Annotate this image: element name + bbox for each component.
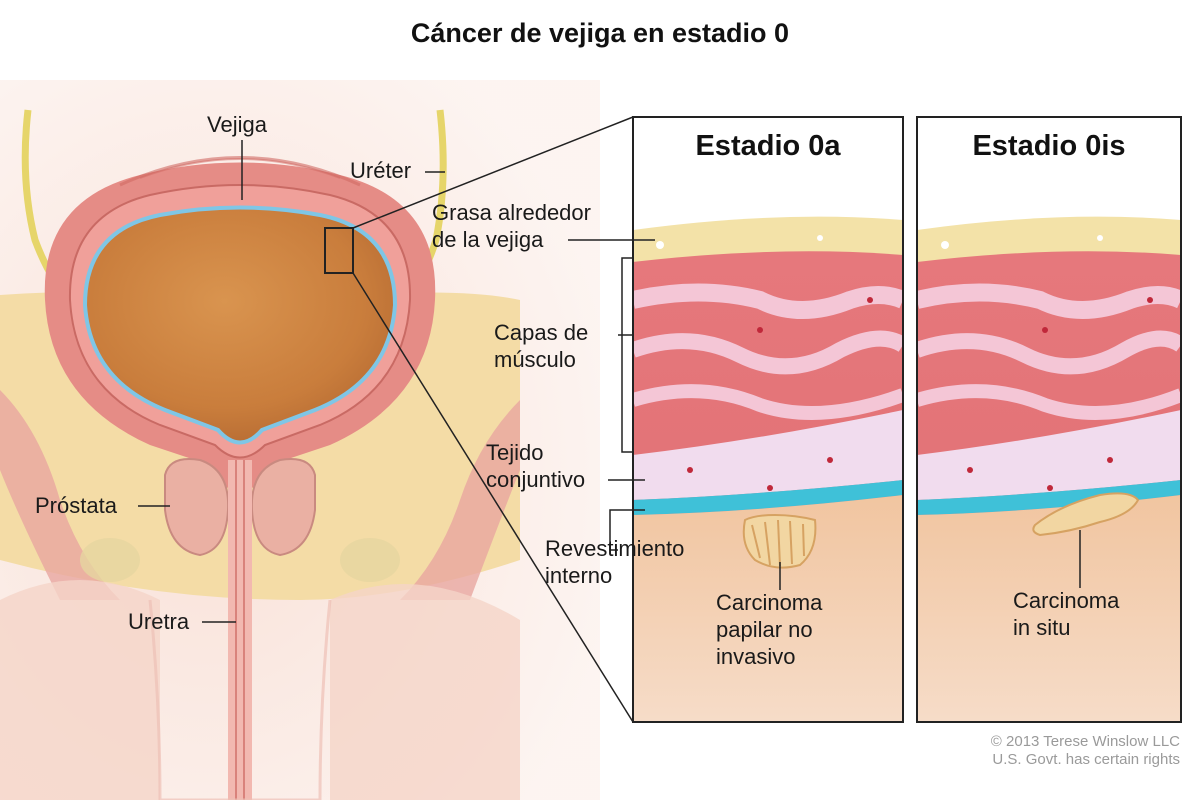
panel-title-stage-0is: Estadio 0is xyxy=(972,130,1126,162)
panel-stage-0a-frame xyxy=(632,116,904,723)
panel-stage-0is-frame xyxy=(916,116,1182,723)
panel-title-stage-0a: Estadio 0a xyxy=(695,130,841,162)
urethra xyxy=(148,460,332,800)
label-papillary-line2: papilar no xyxy=(716,617,813,642)
label-leader-lines xyxy=(138,140,1081,623)
copyright-line2: U.S. Govt. has certain rights xyxy=(992,751,1180,768)
panel-stage-0a-tissue xyxy=(633,117,903,722)
label-urethra: Uretra xyxy=(128,609,190,634)
prostate xyxy=(80,458,400,582)
label-connective-line2: conjuntivo xyxy=(486,467,586,492)
label-muscle-line1: Capas de xyxy=(494,320,589,345)
zoom-connector-lines xyxy=(352,116,634,723)
papillary-tumor xyxy=(742,513,817,569)
label-papillary-line3: invasivo xyxy=(716,644,796,669)
label-fat-line1: Grasa alrededor xyxy=(432,200,591,225)
label-in-situ-line2: in situ xyxy=(1013,615,1071,640)
label-papillary-line1: Carcinoma xyxy=(716,590,823,615)
copyright-line1: © 2013 Terese Winslow LLC xyxy=(990,733,1180,750)
label-connective-line1: Tejido xyxy=(486,440,544,465)
label-bladder: Vejiga xyxy=(207,112,267,137)
carcinoma-in-situ-lesion xyxy=(1032,492,1140,537)
panel-stage-0is-tissue xyxy=(917,117,1181,722)
label-lining-line1: Revestimiento xyxy=(545,536,685,561)
label-ureter: Uréter xyxy=(350,158,412,183)
diagram-title: Cáncer de vejiga en estadio 0 xyxy=(410,18,790,48)
label-prostate: Próstata xyxy=(35,493,117,518)
label-fat-line2: de la vejiga xyxy=(432,227,544,252)
label-muscle-line2: músculo xyxy=(494,347,576,372)
label-in-situ-line1: Carcinoma xyxy=(1013,588,1120,613)
bladder xyxy=(44,156,436,493)
label-lining-line2: interno xyxy=(545,563,613,588)
